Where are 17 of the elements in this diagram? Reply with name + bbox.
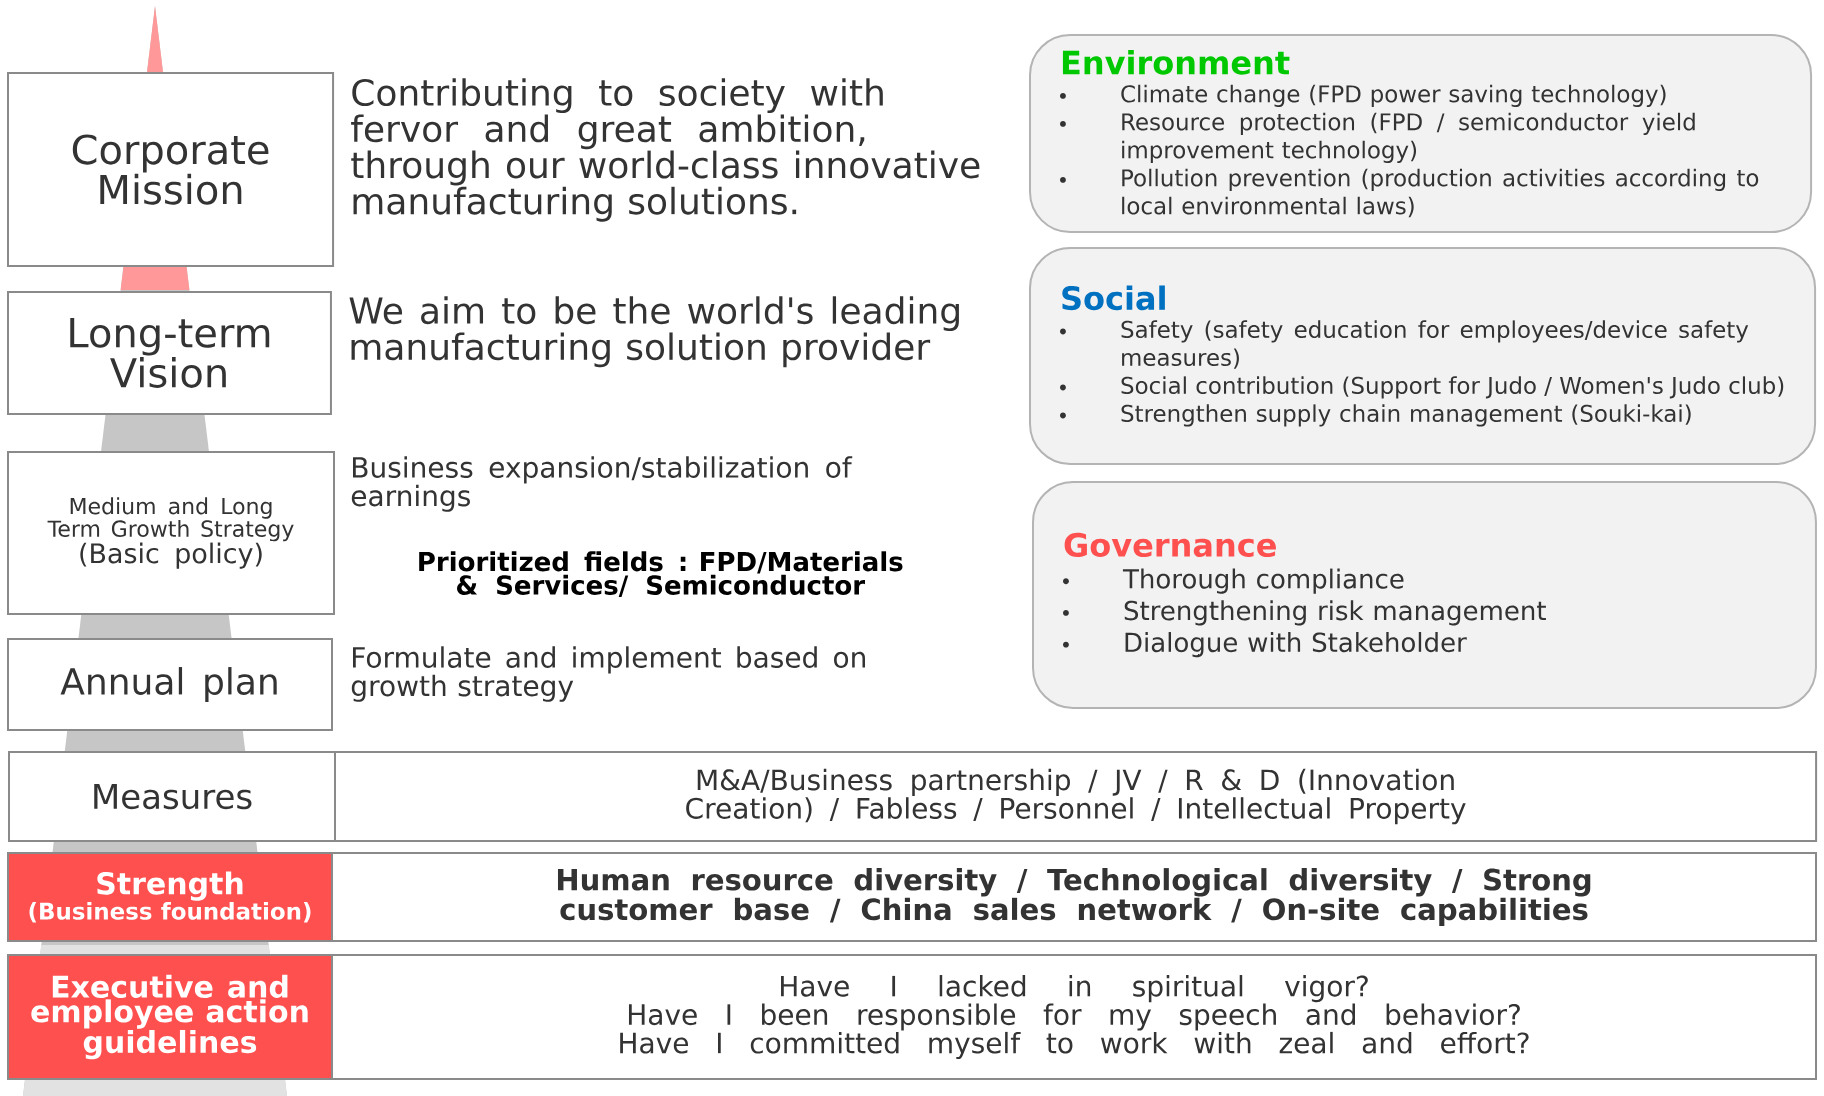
description-text: Contributing to society with fervor and great ambition, through our world-class innovative manufacturing solutions. [351,78,980,222]
label-box: Corporate Mission [7,72,335,268]
category-panel: Social Safety (safety education for employees/device safety measures) Social contribution (Support for Judo / Women's Judo club) Strengthen supply chain management (Souki-kai) [1029,247,1817,465]
label-box: Long-term Vision [7,291,332,415]
category-panel: Environment Climate change (FPD power saving technology) Resource protection (FPD / semiconductor yield improvement technology) Pollution prevention (production activities according to local environmental laws) [1029,34,1813,234]
description-text: Prioritized fields : FPD/Materials & Services/ Semiconductor [419,551,903,597]
label-box: Annual plan [7,638,333,731]
label-box: Measures [8,751,336,843]
highlight-box: Executive and employee action guidelines [7,954,333,1080]
description-text: Formulate and implement based on growth strategy [351,646,865,702]
label-box: Medium and Long Term Growth Strategy (Basic policy) [7,451,335,615]
description-text: Business expansion/stabilization of earnings [351,456,853,512]
highlight-box: Strength (Business foundation) [7,852,333,942]
content-box: Human resource diversity / Technological diversity / Strong customer base / China sales network / On-site capabilities [331,852,1817,942]
content-box: Have I lacked in spiritual vigor? Have I been responsible for my speech and behavior? Have I committed myself to work with zeal and effort? [331,954,1817,1080]
category-panel: Governance Thorough compliance Strengthening risk management Dialogue with Stakeholder [1032,481,1817,709]
description-text: We aim to be the world's leading manufacturing solution provider [349,296,959,368]
